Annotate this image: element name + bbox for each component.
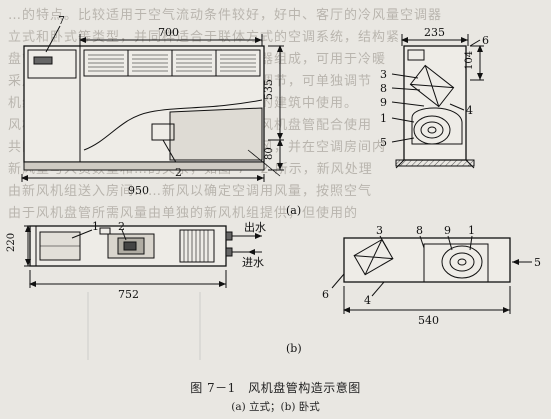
part-label-1: 1 [380,112,387,125]
dim-700: 700 [158,26,179,39]
part-label-3: 3 [380,68,387,81]
dim-235: 235 [424,26,445,39]
dim-80: 80 [264,147,275,160]
part-label-7: 7 [58,14,65,27]
figure-title: 图 7－1 风机盘管构造示意图 [190,381,361,395]
dim-535: 535 [262,79,275,100]
outlet-label: 出水 [244,220,266,234]
part-label-4: 4 [466,104,473,117]
dim-220: 220 [6,233,17,252]
vertical-unit-front-view [21,25,284,182]
figure-subtitle: (a) 立式；(b) 卧式 [231,401,320,413]
part-label-b2: 2 [118,220,125,233]
part-label-9: 9 [380,96,387,109]
dim-104: 104 [464,51,475,70]
vertical-unit-side-view [391,34,484,169]
part-label-b4: 4 [364,294,371,307]
part-label-6: 6 [482,34,489,47]
part-label-b3: 3 [376,224,383,237]
part-label-b8: 8 [416,224,423,237]
view-a-label: (a) [286,204,301,217]
part-label-b5: 5 [534,256,541,269]
part-label-8: 8 [380,82,387,95]
horizontal-unit-plan-view [24,225,262,360]
part-label-2: 2 [175,166,182,179]
part-label-5: 5 [380,136,387,149]
horizontal-unit-section-view [331,235,532,314]
dim-752: 752 [118,288,139,301]
part-label-b6: 6 [322,288,329,301]
part-label-b9: 9 [444,224,451,237]
dim-540: 540 [418,314,439,327]
view-b-label: (b) [286,342,302,355]
inlet-label: 进水 [242,256,264,269]
dim-950: 950 [128,184,149,197]
part-label-b1-side: 1 [468,224,475,237]
part-label-b1: 1 [92,220,99,233]
